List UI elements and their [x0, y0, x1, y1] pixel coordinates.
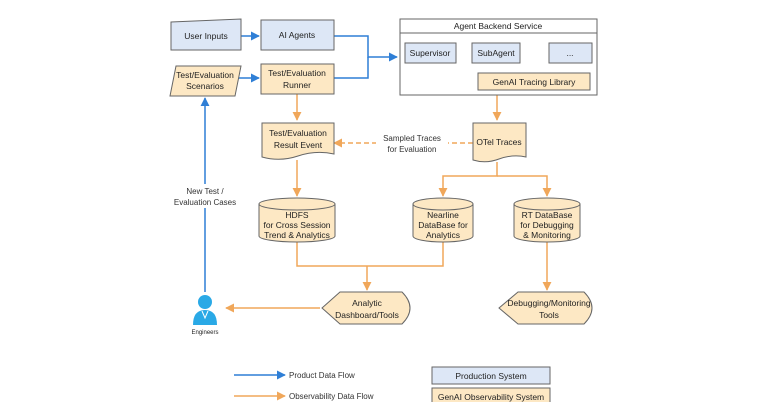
nearline-db-label-1: Nearline — [427, 210, 459, 220]
legend-production-system-label: Production System — [455, 371, 526, 381]
debug-tools-label-2: Tools — [539, 310, 559, 320]
ai-agents-node: AI Agents — [260, 19, 335, 51]
test-scenarios-label-1: Test/Evaluation — [176, 70, 234, 80]
hdfs-label-2: for Cross Session — [263, 220, 330, 230]
edge-otel-to-rtdb — [497, 175, 552, 197]
debug-tools-node: Debugging/Monitoring Tools — [498, 291, 593, 325]
user-inputs-node: User Inputs — [170, 18, 242, 51]
legend-product-flow-label: Product Data Flow — [289, 371, 355, 380]
debug-tools-label-1: Debugging/Monitoring — [507, 298, 590, 308]
new-test-label-2: Evaluation Cases — [174, 198, 236, 207]
result-event-node: Test/Evaluation Result Event — [261, 122, 335, 160]
new-test-label-1: New Test / — [186, 187, 224, 196]
sampled-traces-label-1: Sampled Traces — [383, 134, 441, 143]
otel-traces-label: OTel Traces — [476, 137, 521, 147]
tracing-library-label: GenAI Tracing Library — [493, 77, 576, 87]
agent-backend-title: Agent Backend Service — [454, 21, 543, 31]
edge-otel-to-nearline — [438, 162, 498, 197]
rt-db-label-2: for Debugging — [520, 220, 574, 230]
user-inputs-label: User Inputs — [184, 31, 227, 41]
ai-agents-label: AI Agents — [279, 30, 315, 40]
hdfs-label-1: HDFS — [285, 210, 308, 220]
rt-db-node: RT DataBase for Debugging & Monitoring — [513, 197, 581, 243]
test-scenarios-node: Test/Evaluation Scenarios — [169, 65, 242, 97]
test-runner-label-1: Test/Evaluation — [268, 68, 326, 78]
more-agents-node: ... — [548, 42, 593, 64]
hdfs-node: HDFS for Cross Session Trend & Analytics — [258, 197, 336, 243]
result-event-label-1: Test/Evaluation — [269, 128, 327, 138]
rt-db-label-1: RT DataBase — [522, 210, 573, 220]
supervisor-node: Supervisor — [404, 42, 457, 64]
engineers-label: Engineers — [191, 330, 218, 336]
test-runner-label-2: Runner — [283, 80, 311, 90]
more-agents-label: ... — [566, 48, 573, 58]
test-scenarios-label-2: Scenarios — [186, 81, 224, 91]
hdfs-label-3: Trend & Analytics — [264, 230, 330, 240]
edge-agents-to-backend — [334, 35, 398, 62]
nearline-db-node: Nearline DataBase for Analytics — [412, 197, 474, 243]
analytic-tools-label-2: Dashboard/Tools — [335, 310, 399, 320]
nearline-db-label-2: DataBase for — [418, 220, 468, 230]
analytic-tools-node: Analytic Dashboard/Tools — [321, 291, 411, 325]
subagent-node: SubAgent — [471, 42, 521, 64]
legend-observability-flow-label: Observability Data Flow — [289, 392, 374, 401]
analytic-tools-label-1: Analytic — [352, 298, 383, 308]
legend-observability-system-box — [431, 387, 551, 402]
legend-observability-system-label: GenAI Observability System — [438, 392, 544, 402]
legend-production-system-box — [431, 366, 551, 385]
edge-runner-to-backend — [334, 57, 369, 79]
subagent-label: SubAgent — [477, 48, 515, 58]
result-event-label-2: Result Event — [274, 140, 323, 150]
tracing-library-node: GenAI Tracing Library — [477, 72, 591, 91]
sampled-traces-label-2: for Evaluation — [388, 145, 437, 154]
supervisor-label: Supervisor — [410, 48, 451, 58]
rt-db-label-3: & Monitoring — [523, 230, 571, 240]
otel-traces-node: OTel Traces — [472, 122, 527, 163]
person-icon — [193, 295, 217, 325]
legend: Product Data Flow Observability Data Flo… — [234, 366, 551, 402]
nearline-db-label-3: Analytics — [426, 230, 460, 240]
test-runner-node: Test/Evaluation Runner — [260, 63, 335, 95]
edge-hdfs-to-analytic — [296, 242, 444, 267]
